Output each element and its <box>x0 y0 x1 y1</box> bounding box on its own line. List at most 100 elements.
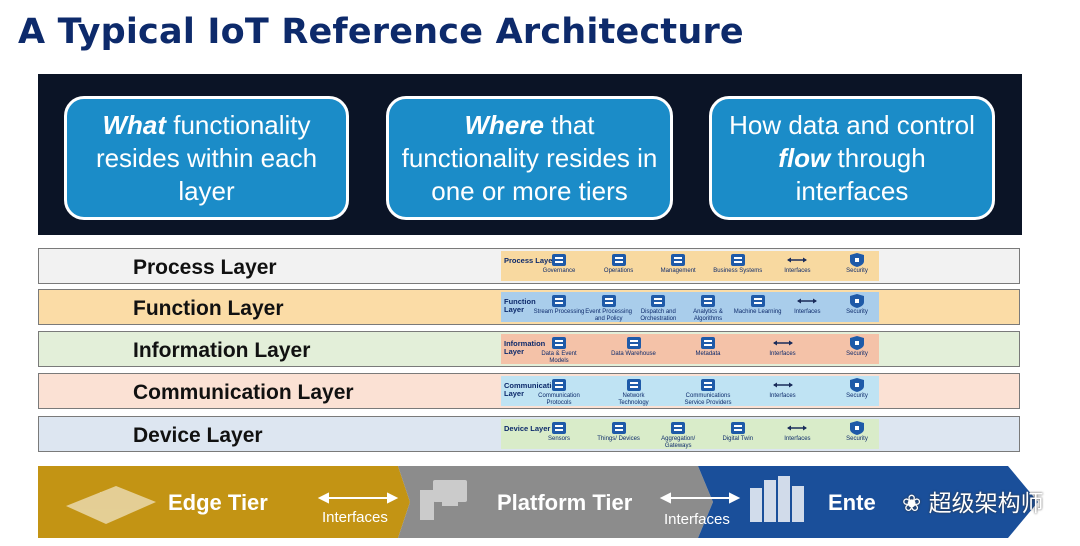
network-technology-icon <box>608 377 660 393</box>
wechat-icon: ❀ <box>902 491 922 517</box>
digital-twin-icon <box>712 420 764 436</box>
strip-cell-label: Data & Event Models <box>541 351 577 364</box>
edge-tier-shape <box>38 466 410 538</box>
strip-cell: Security <box>831 377 883 400</box>
watermark-text: 超级架构师 <box>928 491 1044 517</box>
enterprise-buildings-icon <box>750 476 804 522</box>
strip-cell: Security <box>831 293 883 316</box>
strip-cell: Communication Protocols <box>533 377 585 406</box>
strip-title: Information Layer <box>504 339 546 356</box>
strip-cell: Management <box>652 252 704 275</box>
management-icon <box>652 252 704 268</box>
security-shield-icon <box>831 335 883 351</box>
strip-cell-label: Dispatch and Orchestration <box>640 309 677 322</box>
interfaces-arrow-1-icon <box>317 492 399 504</box>
security-shield-icon <box>831 293 883 309</box>
strip-cell: Machine Learning <box>732 293 784 316</box>
what-text: functionality resides within each layer <box>95 109 318 206</box>
edge-board-icon <box>66 486 156 524</box>
how-bubble: How data and control flow through interf… <box>709 96 995 220</box>
event-processing-icon <box>583 293 635 309</box>
strip-cell-label: Event Processing and Policy <box>585 309 632 322</box>
where-bubble: Where that functionality resides in one … <box>386 96 673 220</box>
analytics-icon <box>682 293 734 309</box>
strip-cell-label: Machine Learning <box>733 309 782 315</box>
strip-cell: Communications Service Providers <box>682 377 734 406</box>
strip-cell-label: Interfaces <box>769 351 796 357</box>
strip-title: Device Layer <box>504 424 551 433</box>
strip-cell-label: Operations <box>603 268 634 274</box>
strip-cell-label: Things/ Devices <box>597 436 640 442</box>
strip-cell: Digital Twin <box>712 420 764 443</box>
strip-cell-label: Interfaces <box>769 393 796 399</box>
security-shield-icon <box>831 377 883 393</box>
strip-cell: Network Technology <box>608 377 660 406</box>
page-title: A Typical IoT Reference Architecture <box>18 12 744 52</box>
how-text-end: through interfaces <box>795 142 926 206</box>
strip-cell-label: Sensors <box>547 436 570 442</box>
strip-cell: Sensors <box>533 420 585 443</box>
enterprise-tier-label: Ente <box>828 490 876 515</box>
governance-icon <box>533 252 585 268</box>
strip-cell: Business Systems <box>712 252 764 275</box>
layer-name: Communication Layer <box>133 381 354 404</box>
how-text-start: How data and control <box>729 109 975 140</box>
concepts-panel: What functionality resides within each l… <box>38 74 1022 235</box>
interfaces-arrow-2-icon <box>659 492 741 504</box>
platform-tier-label: Platform Tier <box>497 490 633 515</box>
tier-band <box>38 466 1038 538</box>
strip-cell: Aggregation/ Gateways <box>652 420 704 449</box>
edge-tier-label: Edge Tier <box>168 490 268 515</box>
strip-cell: Interfaces <box>771 420 823 443</box>
interfaces-arrow-icon <box>757 377 809 393</box>
interfaces-label-2: Interfaces <box>664 511 730 528</box>
interfaces-arrow-icon <box>771 420 823 436</box>
interfaces-arrow-icon <box>781 293 833 309</box>
strip-cell-label: Communication Protocols <box>538 393 580 406</box>
machine-learning-icon <box>732 293 784 309</box>
strip-cell: Security <box>831 335 883 358</box>
strip-cell-label: Analytics & Algorithms <box>693 309 723 322</box>
strip-cell: Things/ Devices <box>593 420 645 443</box>
strip-cell-label: Security <box>846 309 868 315</box>
data-warehouse-icon <box>608 335 660 351</box>
strip-cell-label: Data Warehouse <box>611 351 656 357</box>
strip-cell-label: Network Technology <box>618 393 649 406</box>
platform-server-icon <box>420 480 467 520</box>
strip-cell: Stream Processing <box>533 293 585 316</box>
strip-cell-label: Digital Twin <box>722 436 754 442</box>
business-systems-icon <box>712 252 764 268</box>
service-providers-icon <box>682 377 734 393</box>
strip-cell-label: Security <box>846 436 868 442</box>
sensors-icon <box>533 420 585 436</box>
strip-cell-label: Management <box>660 268 696 274</box>
strip-title: Function Layer <box>504 297 536 314</box>
strip-cell-label: Security <box>846 268 868 274</box>
strip-cell: Event Processing and Policy <box>583 293 635 322</box>
operations-icon <box>593 252 645 268</box>
interfaces-arrow-icon <box>771 252 823 268</box>
strip-cell-label: Business Systems <box>713 268 763 274</box>
where-text: that functionality resides in one or mor… <box>401 109 658 206</box>
interfaces-arrow-icon <box>757 335 809 351</box>
what-emphasis: What <box>102 109 166 140</box>
strip-cell: Data & Event Models <box>533 335 585 364</box>
strip-cell: Dispatch and Orchestration <box>632 293 684 322</box>
aggregation-gateways-icon <box>652 420 704 436</box>
watermark: ❀ 超级架构师 <box>902 484 1044 518</box>
metadata-icon <box>682 335 734 351</box>
strip-cell: Security <box>831 252 883 275</box>
stream-processing-icon <box>533 293 585 309</box>
platform-tier-shape <box>398 466 713 538</box>
strip-cell-label: Stream Processing <box>533 309 585 315</box>
dispatch-icon <box>632 293 684 309</box>
strip-cell: Analytics & Algorithms <box>682 293 734 322</box>
